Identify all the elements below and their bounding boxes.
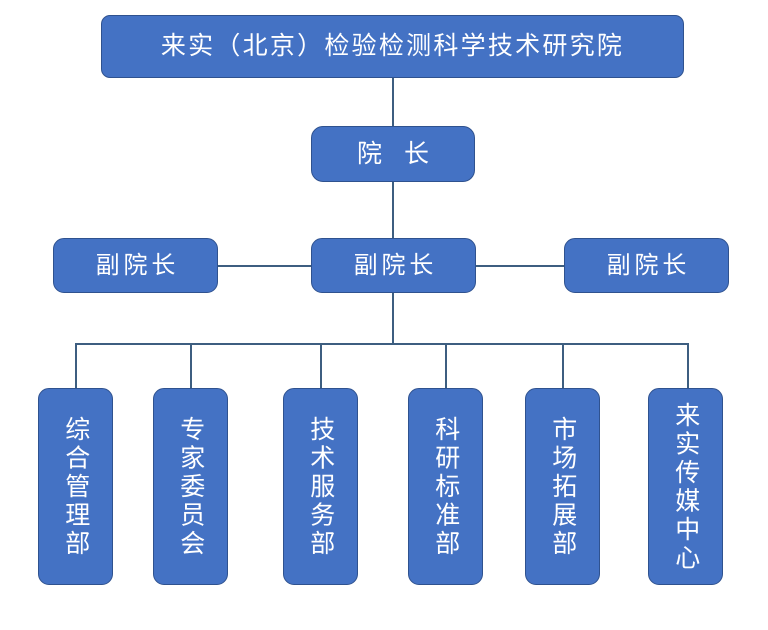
org-node-deputy-director-left[interactable]: 副院长 (53, 238, 218, 293)
org-node-department-laishi-media-center[interactable]: 来实传媒中心 (648, 388, 723, 585)
connector-deputy-to-bus (392, 293, 394, 343)
connector-drop-department-4 (562, 343, 564, 388)
connector-drop-department-2 (320, 343, 322, 388)
org-node-root-institute[interactable]: 来实（北京）检验检测科学技术研究院 (101, 15, 684, 78)
connector-director-to-deputy-center (392, 182, 394, 238)
connector-drop-department-1 (190, 343, 192, 388)
connector-drop-department-3 (445, 343, 447, 388)
org-node-department-expert-committee[interactable]: 专家委员会 (153, 388, 228, 585)
org-node-deputy-director-center[interactable]: 副院长 (311, 238, 476, 293)
connector-deputy-center-to-right (476, 265, 564, 267)
connector-drop-department-0 (75, 343, 77, 388)
connector-deputy-center-to-left (218, 265, 311, 267)
org-node-deputy-director-right[interactable]: 副院长 (564, 238, 729, 293)
org-node-director[interactable]: 院 长 (311, 126, 475, 182)
org-node-department-market-development[interactable]: 市场拓展部 (525, 388, 600, 585)
connector-department-bus (75, 343, 689, 345)
connector-root-to-director (392, 78, 394, 126)
org-node-department-general-management[interactable]: 综合管理部 (38, 388, 113, 585)
org-node-department-research-standards[interactable]: 科研标准部 (408, 388, 483, 585)
connector-drop-department-5 (687, 343, 689, 388)
org-node-department-technical-service[interactable]: 技术服务部 (283, 388, 358, 585)
